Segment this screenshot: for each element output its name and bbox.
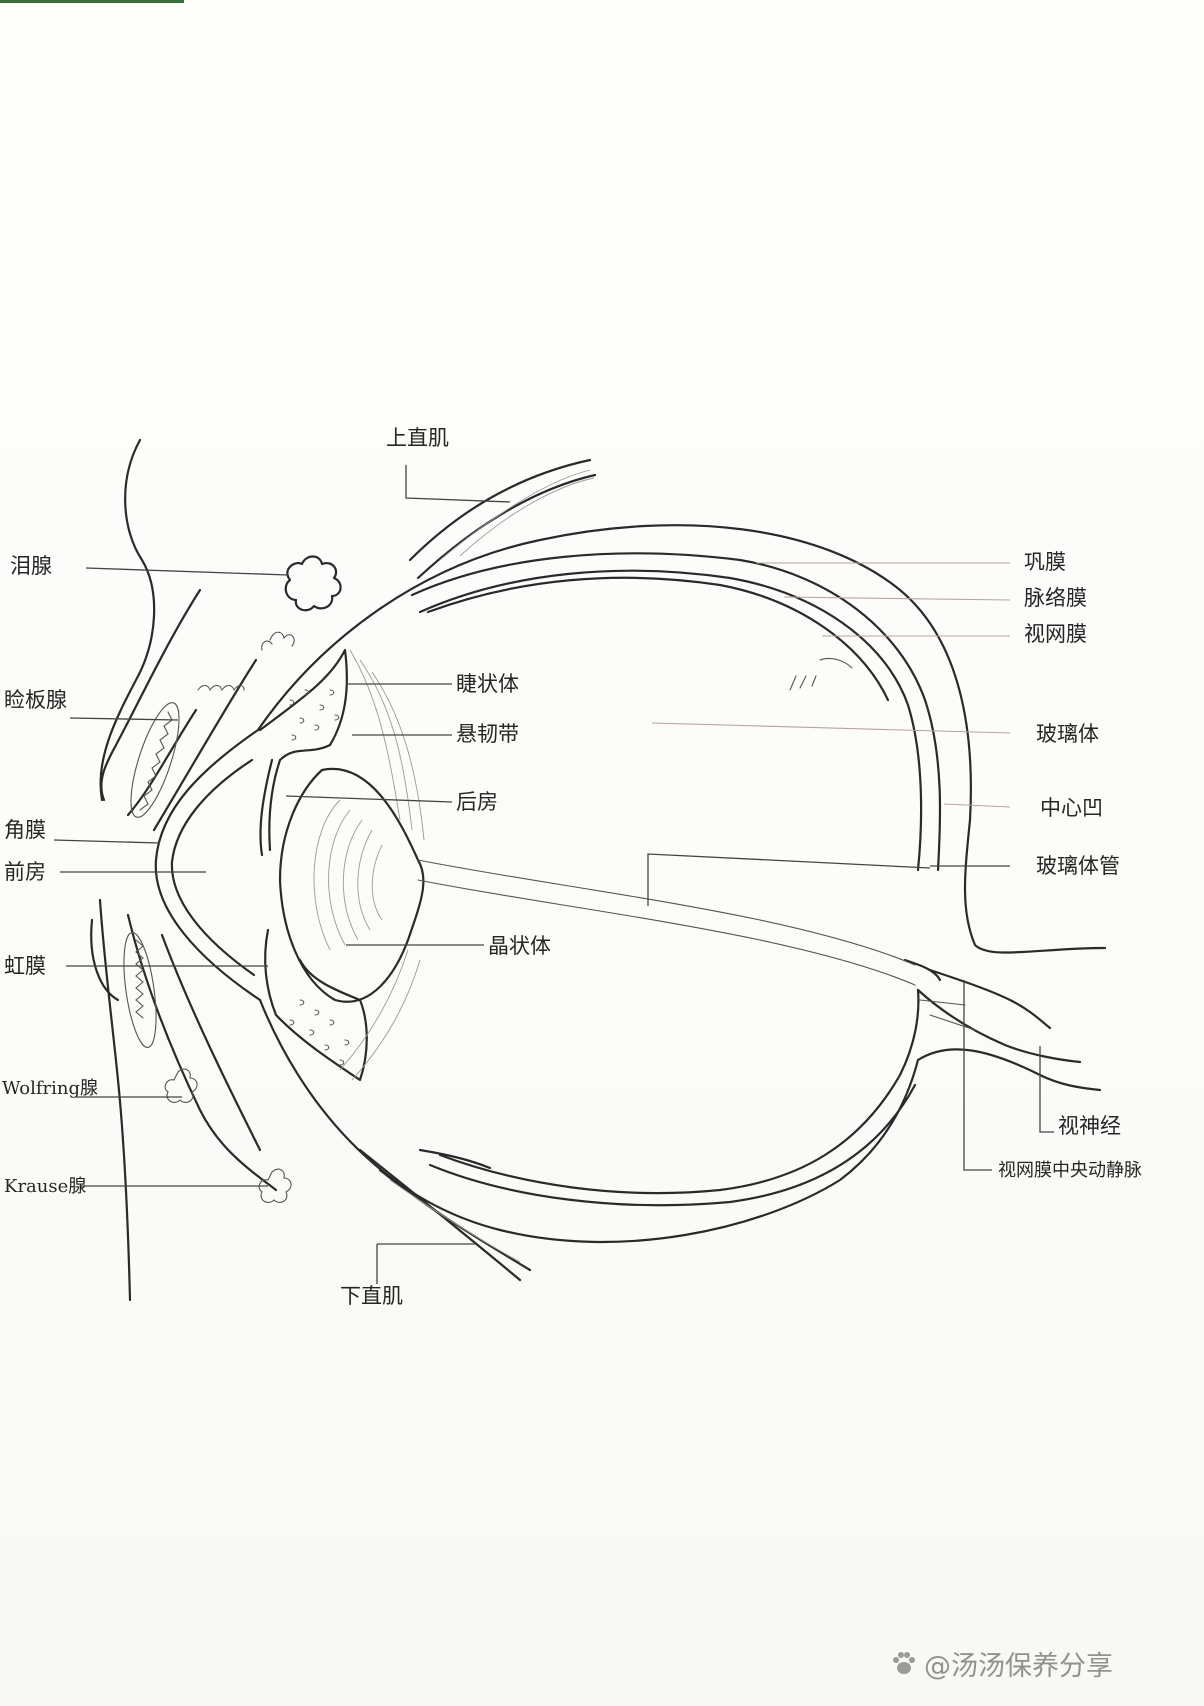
cornea bbox=[154, 728, 262, 1002]
retina bbox=[426, 576, 890, 702]
lower-eyelid-skin bbox=[98, 898, 132, 1302]
label-anterior-chamber: 前房 bbox=[4, 860, 46, 884]
superior-rectus bbox=[416, 473, 597, 580]
krause-gland bbox=[258, 1168, 292, 1203]
hyaloid-canal bbox=[417, 859, 916, 966]
label-ciliary-body: 睫状体 bbox=[456, 672, 519, 696]
upper-eyelid-skin bbox=[99, 438, 156, 802]
upper-eyelid-tarsus bbox=[100, 588, 202, 802]
label-iris: 虹膜 bbox=[4, 954, 46, 978]
label-zonule: 悬韧带 bbox=[456, 722, 519, 746]
wolfring-gland bbox=[164, 1068, 198, 1103]
lacrimal-gland bbox=[284, 555, 342, 612]
ciliary-body-upper bbox=[258, 648, 348, 852]
fovea-mark bbox=[789, 657, 853, 691]
label-lens: 晶状体 bbox=[488, 934, 551, 958]
label-tarsal-gland: 睑板腺 bbox=[4, 688, 67, 712]
label-cornea: 角膜 bbox=[4, 818, 46, 842]
label-wolfring-gland: Wolfring腺 bbox=[2, 1078, 99, 1099]
iris bbox=[259, 758, 274, 857]
label-sclera: 巩膜 bbox=[1024, 550, 1066, 574]
sclera-outer bbox=[256, 524, 1107, 954]
choroid bbox=[410, 552, 942, 872]
label-optic-nerve: 视神经 bbox=[1058, 1114, 1121, 1138]
label-central-retinal-artery-vein: 视网膜中央动静脉 bbox=[998, 1160, 1142, 1181]
watermark: @汤汤保养分享 bbox=[890, 1646, 1113, 1682]
top-edge-strip bbox=[0, 0, 184, 3]
tarsal-gland-lower bbox=[123, 931, 157, 1049]
label-vitreous-body: 玻璃体 bbox=[1036, 722, 1099, 746]
lens bbox=[278, 767, 425, 1003]
label-hyaloid-canal: 玻璃体管 bbox=[1036, 854, 1120, 878]
paw-icon bbox=[893, 1652, 915, 1674]
lower-eyelid-tarsus bbox=[90, 918, 120, 1002]
label-fovea: 中心凹 bbox=[1040, 796, 1103, 820]
label-retina: 视网膜 bbox=[1024, 622, 1087, 646]
tarsal-gland-upper bbox=[130, 702, 180, 818]
label-inferior-rectus: 下直肌 bbox=[340, 1284, 403, 1308]
label-choroid: 脉络膜 bbox=[1024, 586, 1087, 610]
label-krause-gland: Krause腺 bbox=[4, 1176, 87, 1197]
optic-nerve bbox=[916, 988, 1082, 1064]
label-posterior-chamber: 后房 bbox=[456, 790, 498, 814]
watermark-text: @汤汤保养分享 bbox=[924, 1650, 1113, 1682]
ciliary-body-lower bbox=[274, 958, 368, 1082]
label-superior-rectus: 上直肌 bbox=[386, 426, 449, 450]
zonule-fibres bbox=[339, 649, 425, 1081]
label-lacrimal-gland: 泪腺 bbox=[10, 554, 52, 578]
